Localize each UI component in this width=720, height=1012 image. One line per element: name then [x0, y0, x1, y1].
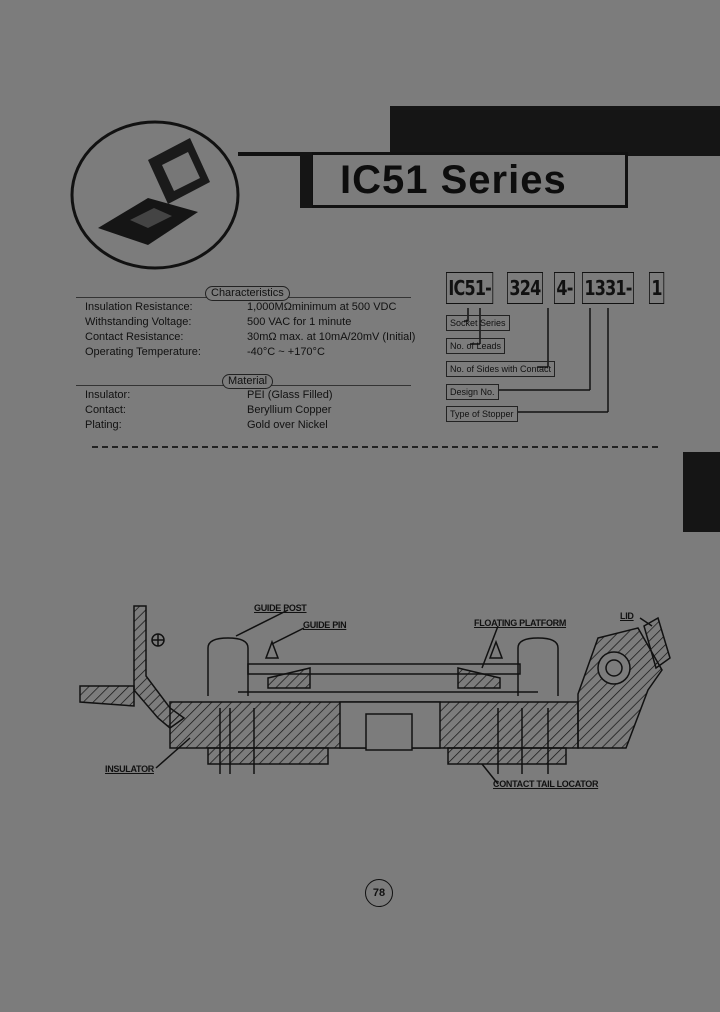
label-contact-tail-locator: CONTACT TAIL LOCATOR: [493, 779, 599, 789]
pn-leads: 324: [507, 272, 544, 304]
label-lid: LID: [620, 611, 634, 621]
label-insulator: INSULATOR: [105, 764, 154, 774]
legend-no-of-leads: No. of Leads: [446, 338, 506, 354]
page-number: 78: [365, 879, 393, 907]
section-tab: [683, 452, 720, 532]
spec-value: 30mΩ max. at 10mA/20mV (Initial): [247, 331, 416, 343]
spec-value: Beryllium Copper: [247, 404, 332, 416]
part-number: IC51- 324 4-1331- 1: [446, 272, 670, 306]
spec-value: 1,000MΩminimum at 500 VDC: [247, 301, 397, 313]
cross-section-drawing: [79, 605, 671, 785]
page-title: IC51 Series: [340, 158, 567, 202]
spec-key: Withstanding Voltage:: [85, 316, 192, 328]
legend-design-no: Design No.: [446, 384, 499, 400]
legend-no-of-sides: No. of Sides with Contact: [446, 361, 556, 377]
label-guide-pin: GUIDE PIN: [303, 620, 347, 630]
spec-value: Gold over Nickel: [247, 419, 328, 431]
material-label: Material: [222, 374, 274, 389]
pn-design: 1331-: [582, 272, 635, 304]
legend-socket-series: Socket Series: [446, 315, 510, 331]
spec-key: Operating Temperature:: [85, 346, 201, 358]
spec-value: -40°C ~ +170°C: [247, 346, 325, 358]
spec-key: Plating:: [85, 419, 122, 431]
pn-stopper: 1: [649, 272, 665, 304]
title-stub: [300, 152, 312, 208]
spec-value: PEI (Glass Filled): [247, 389, 333, 401]
legend-type-of-stopper: Type of Stopper: [446, 406, 518, 422]
label-guide-post: GUIDE POST: [254, 603, 307, 613]
pn-series: IC51-: [446, 272, 494, 304]
label-floating-platform: FLOATING PLATFORM: [474, 618, 567, 628]
header-band: [390, 106, 720, 156]
part-number-leader-lines: [464, 308, 609, 413]
spec-value: 500 VAC for 1 minute: [247, 316, 352, 328]
spec-key: Insulator:: [85, 389, 131, 401]
spec-key: Contact Resistance:: [85, 331, 184, 343]
spec-key: Contact:: [85, 404, 126, 416]
characteristics-label: Characteristics: [205, 286, 290, 301]
title-connector-line: [238, 152, 312, 156]
product-photo: [70, 120, 240, 270]
pn-sides: 4-: [554, 272, 575, 304]
section-divider: [92, 446, 658, 448]
spec-key: Insulation Resistance:: [85, 301, 193, 313]
